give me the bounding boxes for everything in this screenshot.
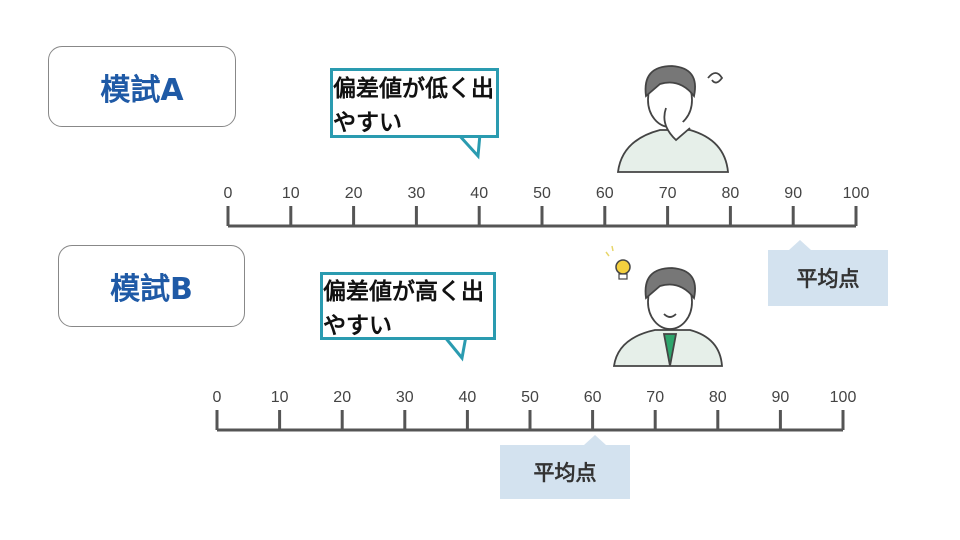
tick-label: 80 (709, 389, 727, 406)
average-a-text: 平均点 (796, 267, 860, 291)
average-badge-b: 平均点 (500, 445, 630, 499)
tick-label: 90 (784, 185, 802, 202)
tick-label: 20 (333, 389, 351, 406)
speech-b-text: 偏差値が高く出やすい (323, 279, 484, 339)
tick-label: 40 (459, 389, 477, 406)
bubble-b-tail (442, 335, 468, 362)
tick-label: 20 (345, 185, 363, 202)
tick-label: 50 (521, 389, 539, 406)
average-b-text: 平均点 (533, 461, 597, 485)
speech-bubble-a: 偏差値が低く出やすい (330, 68, 499, 138)
exam-a-text: 模試A (100, 72, 184, 108)
tick-label: 100 (843, 185, 870, 202)
confused-person-icon (616, 65, 729, 173)
tick-label: 80 (722, 185, 740, 202)
axis-b: 0 10 20 30 40 50 60 70 80 90 100 (213, 389, 857, 432)
idea-person-icon (612, 267, 723, 367)
average-badge-a: 平均点 (768, 250, 888, 306)
exam-b-text: 模試B (110, 272, 193, 307)
exam-b-label: 模試B (58, 245, 245, 327)
tick-label: 30 (396, 389, 414, 406)
tick-label: 0 (224, 185, 233, 202)
tick-label: 10 (282, 185, 300, 202)
speech-a-text: 偏差値が低く出やすい (333, 76, 494, 136)
tick-label: 90 (772, 389, 790, 406)
tick-label: 10 (271, 389, 289, 406)
tick-label: 40 (470, 185, 488, 202)
tick-label: 100 (830, 389, 857, 406)
speech-bubble-b: 偏差値が高く出やすい (320, 272, 496, 340)
tick-label: 30 (408, 185, 426, 202)
exam-a-label: 模試A (48, 46, 236, 127)
tick-label: 70 (646, 389, 664, 406)
bubble-a-tail (456, 132, 482, 160)
tick-label: 0 (213, 389, 222, 406)
tick-label: 50 (533, 185, 551, 202)
lightbulb-icon (605, 245, 631, 280)
tick-label: 60 (596, 185, 614, 202)
axis-a: 0 10 20 30 40 50 60 70 80 90 100 (224, 185, 870, 228)
tick-label: 70 (659, 185, 677, 202)
tick-label: 60 (584, 389, 602, 406)
